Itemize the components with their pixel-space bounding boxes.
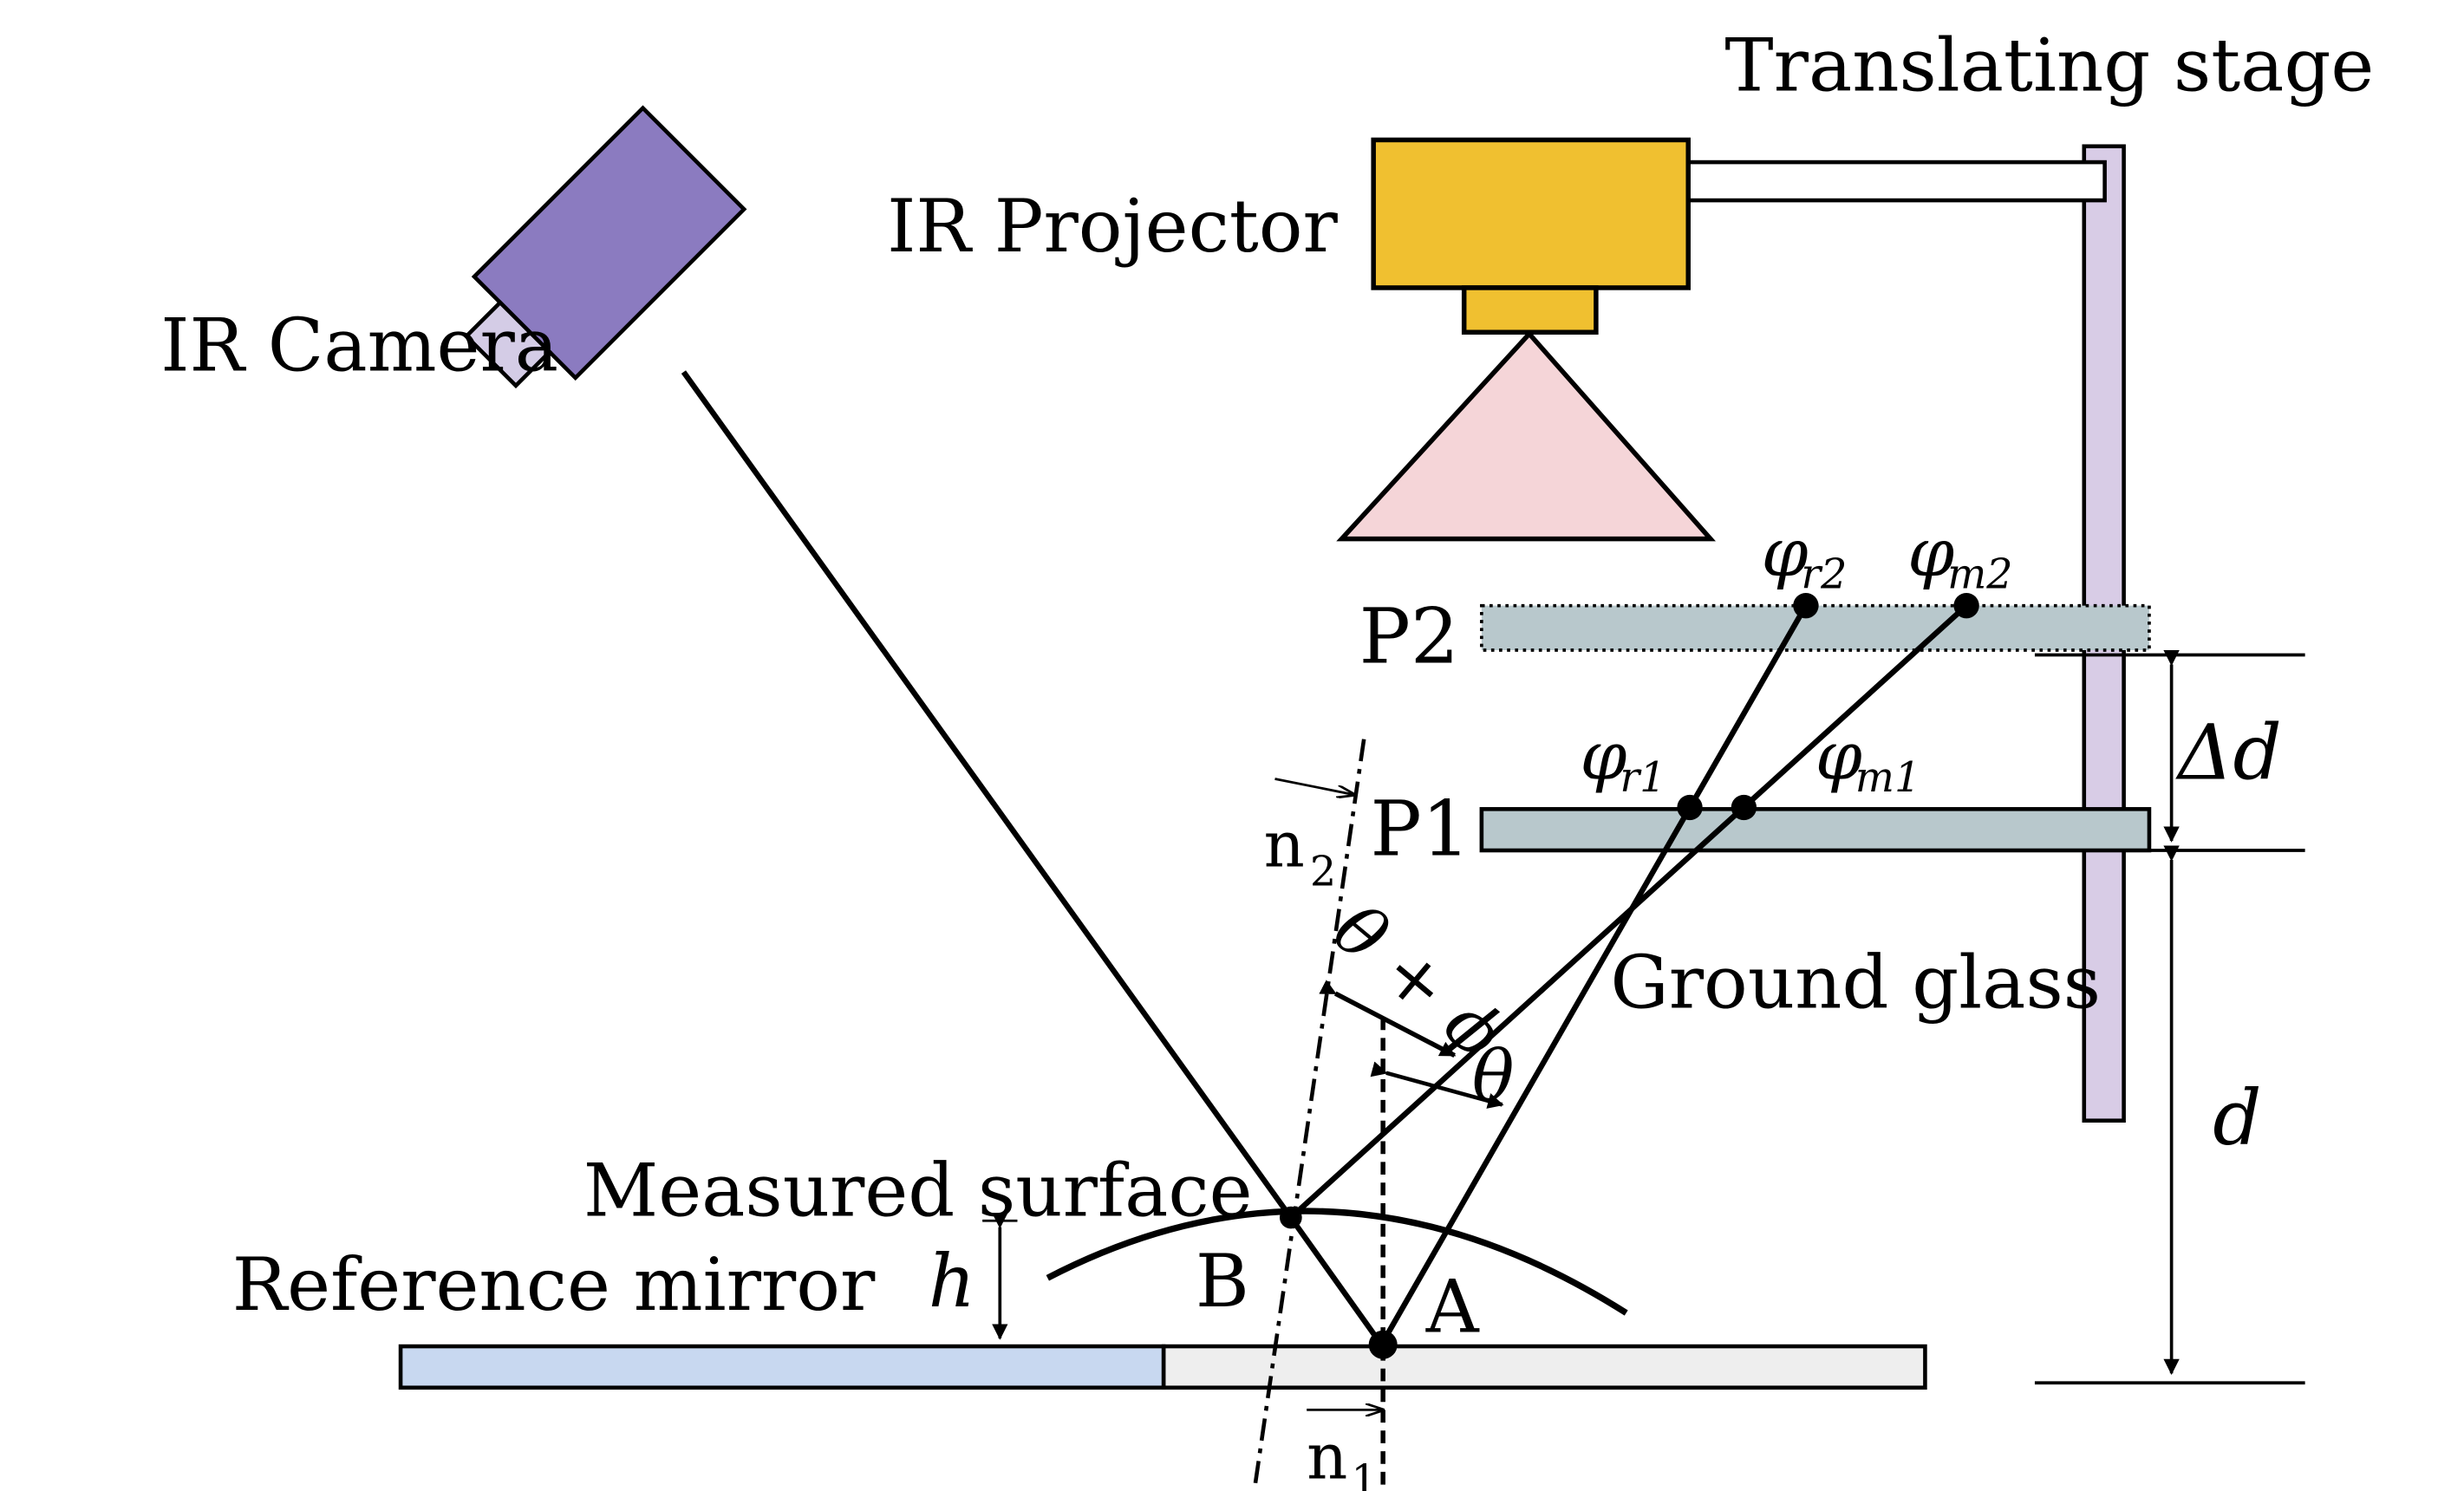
- label-phi-r1: φ: [1581, 719, 1627, 796]
- label-ir-projector: IR Projector: [887, 184, 1338, 269]
- label-phi-m1: φ: [1815, 719, 1862, 796]
- point-b: [1280, 1206, 1302, 1229]
- label-reference-mirror: Reference mirror: [232, 1242, 876, 1327]
- label-phi-m2-sub: m2: [1947, 550, 2013, 598]
- label-translating-stage: Translating stage: [1724, 23, 2374, 108]
- label-ir-camera: IR Camera: [160, 303, 558, 387]
- ir-projector-body: [1371, 137, 1691, 290]
- translating-stage-arm: [1666, 160, 2107, 203]
- label-phi-r2: φ: [1762, 515, 1809, 592]
- label-measured-surface: Measured surface: [583, 1149, 1253, 1234]
- label-phi-r1-sub: r1: [1620, 754, 1665, 802]
- normal-n2: [1252, 739, 1366, 1491]
- label-h: h: [929, 1239, 975, 1324]
- reference-mirror: [398, 1344, 1166, 1390]
- point-phi-m1: [1731, 794, 1757, 821]
- label-n1-sub: 1: [1352, 1457, 1378, 1491]
- ray-b-to-a: [1288, 1215, 1384, 1347]
- glass-plate-p1: [1479, 807, 2152, 853]
- point-a: [1368, 1330, 1398, 1359]
- label-point-b: B: [1196, 1239, 1249, 1324]
- label-delta-d: Δd: [2175, 708, 2282, 798]
- label-n1: n: [1307, 1420, 1347, 1491]
- angle-arrow-theta-phi: [1319, 980, 1457, 1058]
- ir-camera: [463, 105, 747, 389]
- ir-camera-lens: [463, 299, 553, 389]
- label-n2-sub: 2: [1310, 848, 1336, 895]
- label-ground-glass: Ground glass: [1610, 941, 2101, 1025]
- angle-arrow-theta: [1370, 1061, 1504, 1109]
- label-p2: P2: [1359, 592, 1459, 681]
- n2-arrow: [1274, 778, 1355, 795]
- camera-ray: [681, 370, 1294, 1220]
- ir-projector-lens: [1461, 285, 1599, 335]
- point-phi-m2: [1953, 592, 1979, 619]
- measured-surface-curve: [1046, 1208, 1628, 1316]
- measured-base: [1161, 1344, 1927, 1390]
- ray-b-to-phi-m2: [1288, 603, 1969, 1220]
- label-theta: θ: [1472, 1036, 1515, 1117]
- point-phi-r1: [1677, 794, 1703, 821]
- label-p1: P1: [1371, 785, 1470, 874]
- label-point-a: A: [1425, 1265, 1480, 1350]
- projection-cone: [1336, 329, 1716, 542]
- label-phi-m1-sub: m1: [1855, 754, 1921, 802]
- point-phi-r2: [1793, 592, 1819, 619]
- ray-a-to-phi-r2: [1379, 604, 1809, 1346]
- label-phi-r2-sub: r2: [1801, 550, 1847, 598]
- label-phi-m2: φ: [1907, 515, 1954, 592]
- label-d: d: [2213, 1073, 2261, 1162]
- label-n2: n: [1264, 808, 1305, 882]
